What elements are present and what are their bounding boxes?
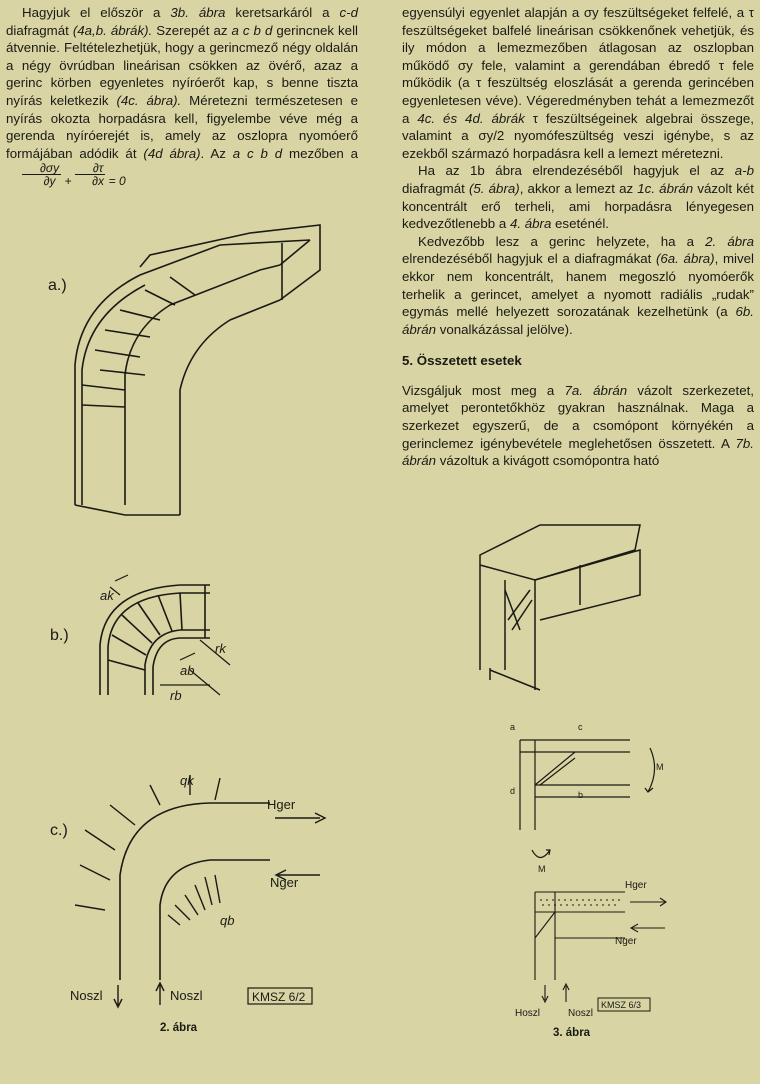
label-a3: a	[510, 722, 515, 732]
curved-frame-b	[99, 574, 231, 696]
label-rb: rb	[170, 688, 182, 703]
label-a: a.)	[48, 277, 67, 294]
free-body-node	[534, 891, 667, 1004]
label-noszl-2: Noszl	[170, 988, 203, 1003]
stamp-text: KMSZ 6/2	[252, 990, 306, 1004]
label-noszl3: Noszl	[568, 1008, 593, 1019]
figure-2-caption: 2. ábra	[160, 1022, 198, 1034]
paragraph-1: Hagyjuk el először a 3b. ábra keretsarká…	[6, 5, 358, 189]
label-ab: ab	[180, 663, 194, 678]
curved-web-c	[74, 775, 327, 1009]
label-b3: b	[578, 790, 583, 800]
label-m2: M	[538, 864, 546, 874]
left-column-text: Hagyjuk el először a 3b. ábra keretsarká…	[6, 4, 358, 187]
paragraph-r2: Ha az 1b ábra elrendezéséből hagyjuk el …	[402, 163, 754, 232]
label-d3: d	[510, 786, 515, 796]
figure-2-drawing: a.) b.) ak ab rk rb c.) q	[48, 224, 327, 1009]
curved-frame-a	[74, 224, 321, 516]
label-nger: Nger	[270, 875, 299, 890]
label-nger3: Nger	[615, 936, 637, 947]
label-c3: c	[578, 722, 583, 732]
label-qb: qb	[220, 913, 234, 928]
stamp-text-3: KMSZ 6/3	[601, 1000, 641, 1010]
paragraph-r4: Vizsgáljuk most meg a 7a. ábrán vázolt s…	[402, 382, 755, 469]
paragraph-r1: egyensúlyi egyenlet alapján a σy feszült…	[402, 5, 754, 161]
right-column-text: egyensúlyi egyenlet alapján a σy feszült…	[402, 4, 754, 470]
label-noszl-1: Noszl	[70, 988, 103, 1003]
node-2d	[519, 739, 656, 859]
section-heading: 5. Összetett esetek	[402, 353, 522, 369]
label-hger: Hger	[267, 797, 296, 812]
figure-3-caption: 3. ábra	[553, 1027, 591, 1039]
label-ak: ak	[100, 588, 115, 603]
formula: ∂σy∂y + ∂τ∂x = 0	[6, 162, 126, 187]
label-hoszl3: Hoszl	[515, 1008, 540, 1019]
stamp-box-3	[597, 997, 651, 1012]
label-c: c.)	[50, 822, 68, 839]
label-b: b.)	[50, 627, 69, 644]
frame-3d	[479, 524, 641, 691]
stamp-box	[247, 987, 313, 1005]
label-qk: qk	[180, 773, 195, 788]
label-m1: M	[656, 762, 664, 772]
paragraph-r3: Kedvezőbb lesz a gerinc helyzete, ha a 2…	[402, 233, 754, 337]
label-hger3: Hger	[625, 880, 647, 891]
figure-3-drawing: a c d b M M Hger Nger Hoszl Noszl KMSZ 6…	[479, 524, 667, 1019]
label-rk: rk	[215, 641, 227, 656]
